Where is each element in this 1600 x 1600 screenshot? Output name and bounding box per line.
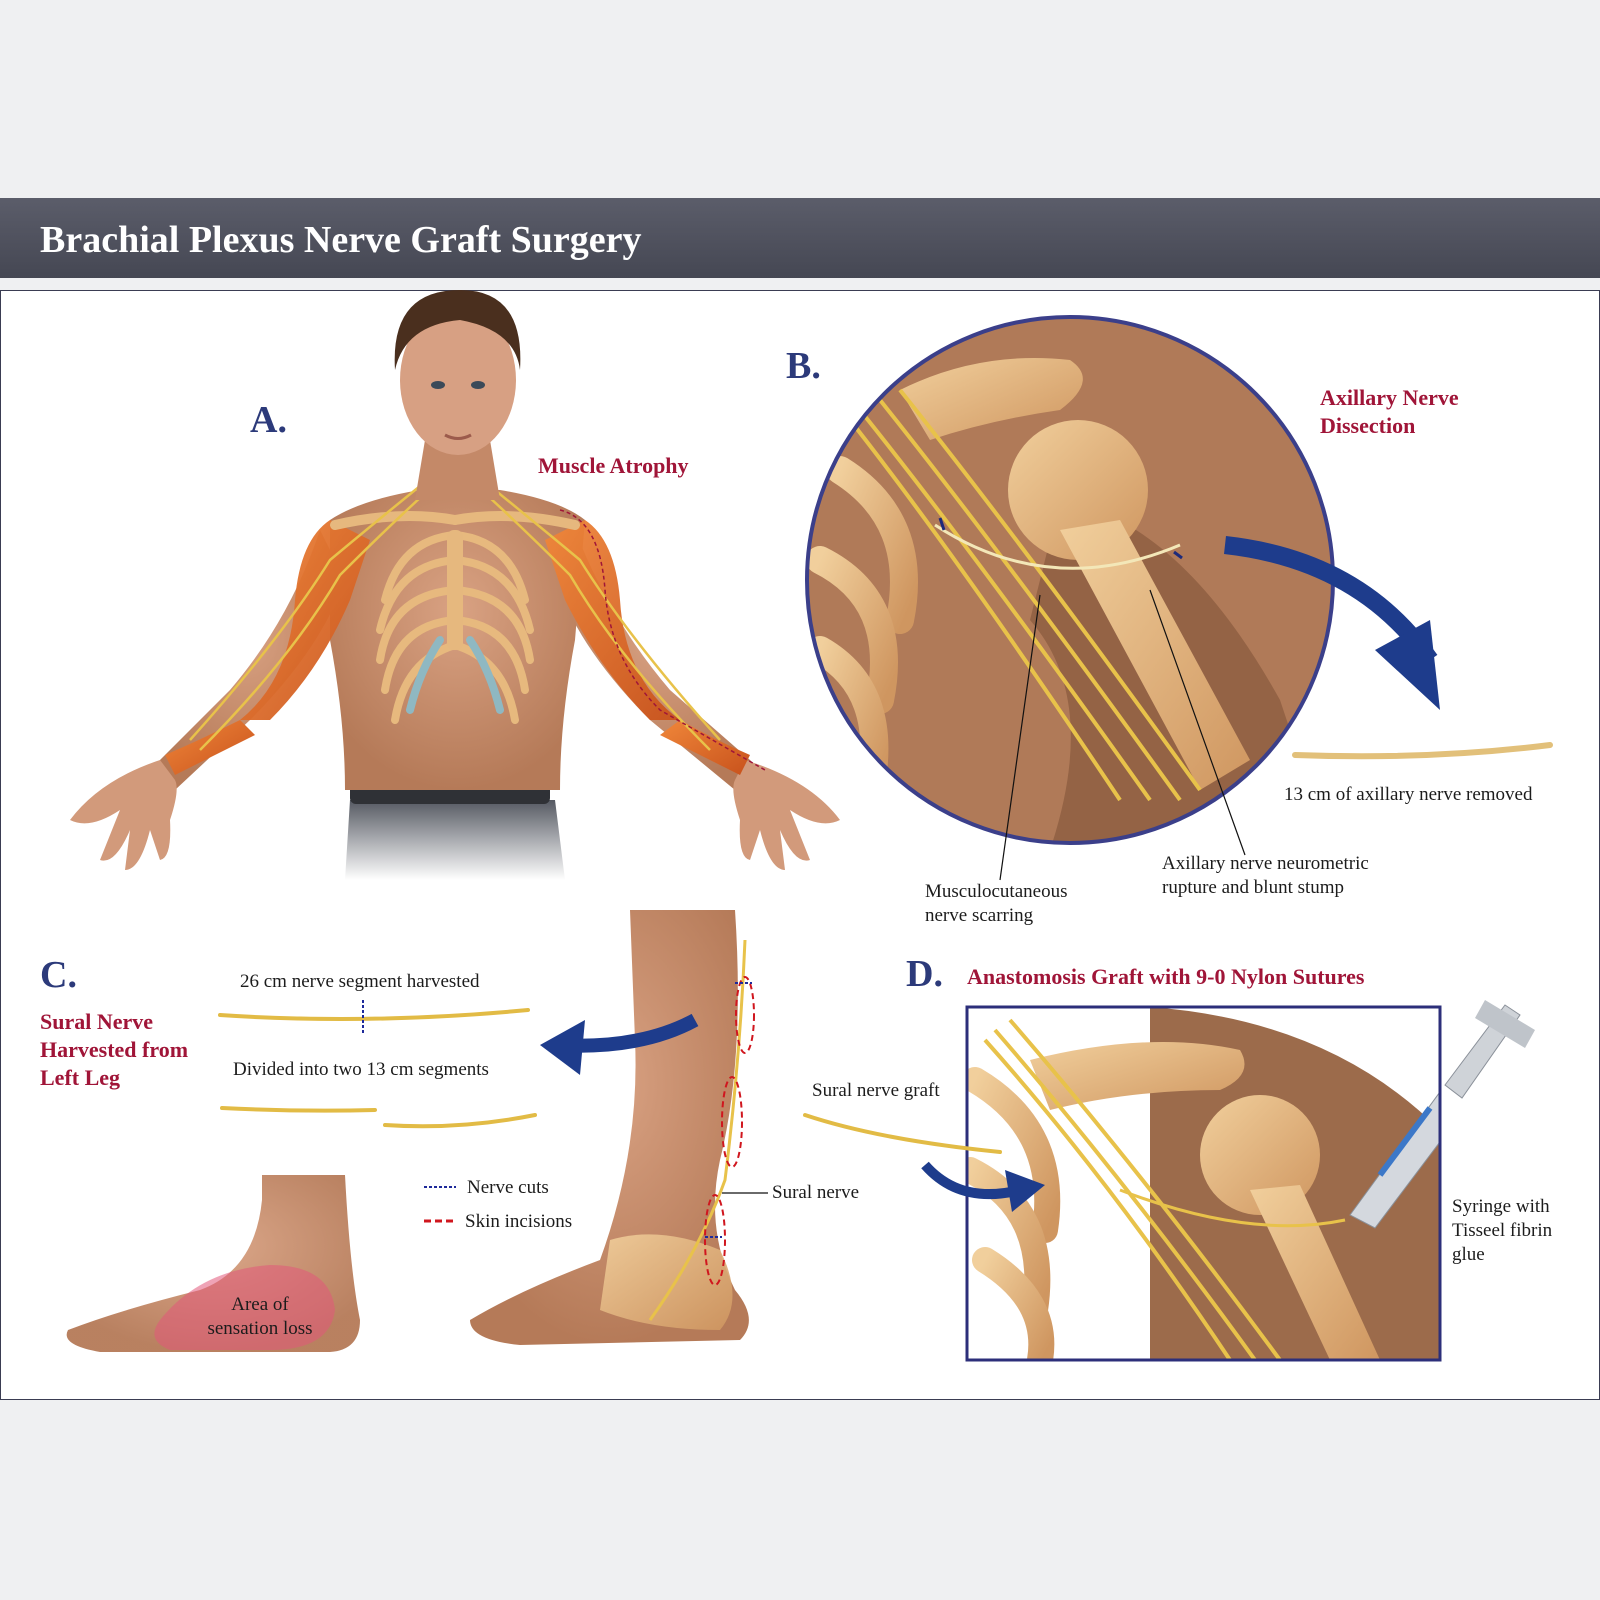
foot-figure bbox=[66, 1175, 360, 1352]
syringe-label: Syringe with Tisseel fibrin glue bbox=[1452, 1195, 1552, 1267]
sural-graft-label: Sural nerve graft bbox=[812, 1080, 940, 1101]
atrophy-outline bbox=[559, 509, 766, 771]
right-eye bbox=[431, 381, 445, 389]
segment-1 bbox=[220, 1106, 377, 1113]
ankle-bones bbox=[600, 1234, 733, 1330]
axillary-rupture-label: Axillary nerve neurometric rupture and b… bbox=[1162, 852, 1369, 900]
graft-arrow bbox=[921, 1161, 1022, 1200]
axillary-heading-line2: Dissection bbox=[1320, 413, 1416, 438]
neck bbox=[415, 440, 500, 500]
axillary-heading-line1: Axillary Nerve bbox=[1320, 385, 1459, 410]
humerus-shaft-b bbox=[1060, 520, 1250, 790]
right-arm-muscle bbox=[240, 520, 370, 720]
sural-graft-strand bbox=[803, 1113, 1002, 1154]
clavicle-d bbox=[1030, 1042, 1245, 1110]
pointer-musculocutaneous bbox=[999, 594, 1041, 881]
musculocutaneous-label: Musculocutaneous nerve scarring bbox=[925, 880, 1067, 928]
suture-mark-1 bbox=[938, 517, 946, 531]
sural-heading-line3: Left Leg bbox=[40, 1065, 121, 1090]
removal-arrow-head bbox=[1375, 620, 1440, 710]
musculocutaneous-line1: Musculocutaneous bbox=[925, 881, 1068, 902]
sensation-line2: sensation loss bbox=[207, 1318, 313, 1339]
head bbox=[400, 305, 516, 455]
axillary-rupture-line2: rupture and blunt stump bbox=[1162, 877, 1345, 898]
sural-nerve-label: Sural nerve bbox=[772, 1182, 860, 1203]
sternum bbox=[447, 530, 463, 650]
pants bbox=[345, 800, 565, 880]
sensation-loss-area bbox=[154, 1265, 335, 1350]
right-hand bbox=[70, 760, 177, 870]
removed-nerve-label: 13 cm of axillary nerve removed bbox=[1284, 784, 1533, 805]
anastomosis-heading: Anastomosis Graft with 9-0 Nylon Sutures bbox=[967, 964, 1365, 989]
divided-label: Divided into two 13 cm segments bbox=[233, 1059, 489, 1080]
pointer-axillary bbox=[1149, 589, 1246, 856]
sural-heading-line1: Sural Nerve bbox=[40, 1009, 154, 1034]
harvest-arrow-head bbox=[540, 1020, 585, 1075]
skin-incisions bbox=[704, 976, 755, 1286]
humeral-head-d bbox=[1200, 1095, 1320, 1215]
musculocutaneous-line2: nerve scarring bbox=[925, 905, 1034, 926]
syringe-handle bbox=[1475, 1000, 1535, 1048]
axillary-rupture-line1: Axillary nerve neurometric bbox=[1162, 853, 1369, 874]
removed-nerve-segment bbox=[1292, 742, 1553, 760]
left-hand bbox=[733, 760, 840, 870]
left-eye bbox=[471, 381, 485, 389]
segment-2 bbox=[383, 1113, 537, 1129]
graft-nerve-d bbox=[1119, 1188, 1346, 1228]
graft-magnified bbox=[965, 1000, 1535, 1362]
nerves-d bbox=[983, 1018, 1282, 1360]
page-title: Brachial Plexus Nerve Graft Surgery bbox=[40, 219, 642, 261]
graft-arrow-head bbox=[1005, 1170, 1045, 1212]
sural-nerve-leg bbox=[648, 939, 747, 1321]
hair bbox=[394, 290, 521, 370]
right-forearm-muscle bbox=[165, 720, 255, 775]
sensation-line1: Area of bbox=[231, 1294, 289, 1315]
left-clavicle bbox=[450, 511, 580, 530]
acromion-b bbox=[900, 358, 1083, 440]
left-arm-muscle bbox=[545, 520, 680, 720]
sural-harvest-heading: Sural Nerve Harvested from Left Leg bbox=[40, 1008, 188, 1092]
syringe-line3: glue bbox=[1452, 1244, 1485, 1265]
legend-cuts-label: Nerve cuts bbox=[467, 1177, 549, 1198]
syringe bbox=[1349, 1090, 1440, 1229]
torso-figure bbox=[70, 290, 840, 880]
graft-box-border bbox=[965, 1005, 1442, 1362]
muscle-atrophy-label: Muscle Atrophy bbox=[538, 453, 689, 478]
ribs-d bbox=[967, 1067, 1061, 1360]
ribcage bbox=[376, 531, 534, 724]
panel-b-letter: B. bbox=[786, 345, 821, 387]
legend-incisions-label: Skin incisions bbox=[465, 1211, 573, 1232]
harvested-nerve-26cm bbox=[218, 1008, 530, 1021]
panel-c-letter: C. bbox=[40, 954, 77, 996]
humerus-shaft-d bbox=[1250, 1185, 1380, 1360]
syringe-line1: Syringe with bbox=[1452, 1196, 1550, 1217]
sural-heading-line2: Harvested from bbox=[40, 1037, 189, 1062]
left-forearm-muscle bbox=[660, 720, 750, 775]
costal-cartilage bbox=[406, 636, 504, 714]
suture-mark-2 bbox=[1173, 550, 1183, 560]
syringe-line2: Tisseel fibrin bbox=[1452, 1220, 1553, 1241]
mouth bbox=[444, 433, 472, 440]
brachial-nerves bbox=[189, 469, 721, 751]
right-arm bbox=[146, 530, 345, 790]
panel-a-letter: A. bbox=[250, 399, 287, 441]
leg-figure bbox=[470, 910, 768, 1345]
sensation-loss-label: Area of sensation loss bbox=[200, 1293, 320, 1341]
title-bar bbox=[0, 198, 1600, 278]
axillary-nerve-b bbox=[934, 523, 1181, 570]
harvested-label: 26 cm nerve segment harvested bbox=[240, 971, 480, 992]
axillary-dissection-heading: Axillary Nerve Dissection bbox=[1320, 384, 1459, 440]
lower-leg bbox=[470, 910, 749, 1345]
panel-d-letter: D. bbox=[906, 953, 943, 995]
shoulder-magnified bbox=[805, 315, 1335, 845]
right-clavicle bbox=[330, 511, 460, 530]
